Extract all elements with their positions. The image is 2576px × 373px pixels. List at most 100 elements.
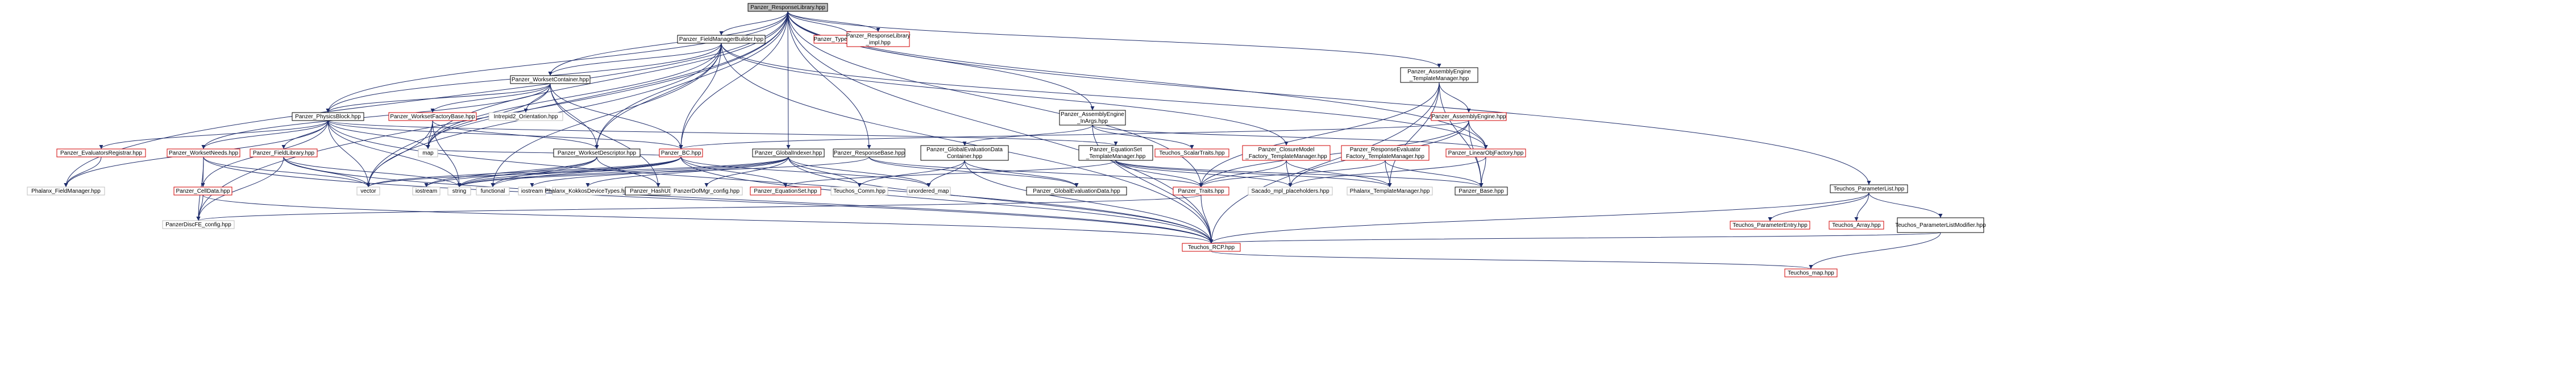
node-rb[interactable]: Panzer_ResponseBase.hpp: [833, 148, 905, 158]
node-wn: Panzer_WorksetNeeds.hpp: [167, 148, 240, 158]
edge-bc-to-iostream: [424, 156, 682, 188]
edge-bc-to-eqset: [680, 156, 788, 188]
node-wfb: Panzer_WorksetFactoryBase.hpp: [388, 112, 477, 121]
node-label-umap: unordered_map: [909, 188, 949, 194]
node-gi[interactable]: Panzer_GlobalIndexer.hpp: [752, 148, 825, 158]
node-box-gedc: [920, 145, 1009, 161]
node-iostream: iostream: [412, 186, 441, 196]
node-wc[interactable]: Panzer_WorksetContainer.hpp: [510, 75, 591, 84]
node-label-aeinargs: Panzer_AssemblyEngine: [1061, 111, 1124, 118]
node-box-tpl: [1830, 184, 1908, 193]
node-tarr: Teuchos_Array.hpp: [1829, 221, 1884, 230]
edge-aeinargs-to-lof: [1092, 125, 1488, 150]
node-fmb[interactable]: Panzer_FieldManagerBuilder.hpp: [677, 35, 766, 44]
node-box-dofcfg: [670, 186, 743, 196]
node-label-ged: Panzer_GlobalEvaluationData.hpp: [1033, 188, 1120, 194]
node-box-ae: [1431, 112, 1507, 121]
node-label-wn: Panzer_WorksetNeeds.hpp: [169, 150, 239, 156]
node-root: Panzer_ResponseLibrary.hpp: [747, 3, 828, 12]
edge-tplm-to-rcp: [1210, 232, 1941, 244]
node-base[interactable]: Panzer_Base.hpp: [1455, 186, 1508, 196]
edge-reftm-to-ptm: [1385, 160, 1392, 188]
node-label-hash: Panzer_HashUtils.hpp: [630, 188, 687, 194]
edge-cmftm-to-ptm: [1286, 160, 1392, 188]
edge-gi-to-umap: [788, 156, 931, 188]
node-box-ged: [1026, 186, 1127, 196]
node-box-tplm: [1897, 217, 1984, 233]
edge-wn-to-vector: [203, 156, 371, 188]
edge-bc-to-umap: [680, 156, 931, 188]
edge-aeinargs-to-rcp: [1092, 125, 1214, 244]
node-label-fl: Panzer_FieldLibrary.hpp: [253, 150, 315, 156]
node-label-tarr: Teuchos_Array.hpp: [1832, 222, 1881, 229]
edge-esst-to-base: [1115, 160, 1484, 188]
edge-root-to-wd: [595, 11, 788, 150]
node-box-aetm: [1400, 67, 1478, 83]
node-box-fm: [27, 186, 105, 196]
node-wd[interactable]: Panzer_WorksetDescriptor.hpp: [553, 148, 641, 158]
node-cd: Panzer_CellData.hpp: [173, 186, 232, 196]
node-box-cmftm: [1242, 145, 1331, 161]
node-label-functional: functional: [481, 188, 505, 194]
node-label-gedc: Container.hpp: [947, 154, 983, 160]
edge-tpl-to-tarr: [1854, 192, 1869, 222]
edge-fmb-to-lof: [721, 43, 1488, 150]
edge-pb-to-er: [99, 120, 329, 150]
node-label-aeinargs: _InArgs.hpp: [1077, 118, 1108, 125]
node-label-bc: Panzer_BC.hpp: [661, 150, 701, 156]
edge-pb-to-wn: [201, 120, 329, 150]
node-box-fl: [250, 148, 318, 158]
node-label-fmb: Panzer_FieldManagerBuilder.hpp: [679, 36, 764, 43]
edge-pb-to-rcp: [327, 120, 1214, 244]
node-box-cd: [173, 186, 232, 196]
edge-reftm-to-traits: [1199, 160, 1386, 188]
edge-aetm-to-traits: [1199, 82, 1440, 188]
node-box-wc: [510, 75, 591, 84]
node-label-reftm: Panzer_ResponseEvaluator: [1350, 147, 1421, 153]
node-tpl[interactable]: Teuchos_ParameterList.hpp: [1830, 184, 1908, 193]
node-aeinargs[interactable]: Panzer_AssemblyEngine_InArgs.hpp: [1059, 110, 1126, 126]
node-tmap: Teuchos_map.hpp: [1784, 268, 1838, 277]
edge-cmftm-to-traits: [1199, 160, 1287, 188]
node-box-sacado: [1248, 186, 1333, 196]
edge-fmb-to-functional: [491, 43, 722, 188]
node-ged[interactable]: Panzer_GlobalEvaluationData.hpp: [1026, 186, 1127, 196]
node-label-cd: Panzer_CellData.hpp: [176, 188, 230, 194]
node-bc: Panzer_BC.hpp: [659, 148, 703, 158]
node-fm: Phalanx_FieldManager.hpp: [27, 186, 105, 196]
node-label-tpe: Teuchos_ParameterEntry.hpp: [1732, 222, 1808, 229]
node-esst[interactable]: Panzer_EquationSet_TemplateManager.hpp: [1078, 145, 1153, 161]
node-box-er: [56, 148, 146, 158]
node-pb[interactable]: Panzer_PhysicsBlock.hpp: [292, 112, 364, 121]
node-label-tst: Teuchos_ScalarTraits.hpp: [1159, 150, 1225, 156]
edge-aetm-to-base: [1439, 82, 1484, 188]
node-box-rlimpl: [846, 31, 910, 47]
edge-fl-to-rcp: [283, 156, 1214, 244]
dependency-edges: [64, 11, 1943, 270]
node-label-pb: Panzer_PhysicsBlock.hpp: [295, 114, 361, 120]
node-traits: Panzer_Traits.hpp: [1173, 186, 1229, 196]
node-label-tplm: Teuchos_ParameterListModifier.hpp: [1895, 222, 1986, 229]
node-label-map: map: [422, 150, 434, 156]
node-label-root: Panzer_ResponseLibrary.hpp: [750, 5, 825, 11]
node-label-iostream2: iostream: [521, 188, 543, 194]
edge-wc-to-wn: [201, 83, 551, 150]
node-box-ptm: [1347, 186, 1433, 196]
node-label-string: string: [452, 188, 466, 194]
edge-wc-to-wfb: [430, 83, 551, 113]
edge-tpl-to-rcp: [1209, 192, 1869, 244]
edge-gi-to-rcp: [788, 156, 1214, 244]
node-aetm[interactable]: Panzer_AssemblyEngine_TemplateManager.hp…: [1400, 67, 1478, 83]
edge-fmb-to-bc: [679, 43, 722, 150]
edge-tpl-to-tpe: [1768, 192, 1869, 222]
node-tplm[interactable]: Teuchos_ParameterListModifier.hpp: [1895, 217, 1986, 233]
edge-gedc-to-ged: [964, 160, 1079, 188]
edge-root-to-rlimpl: [787, 11, 880, 32]
edge-ae-to-bc: [679, 120, 1469, 150]
edge-rb-to-traits: [869, 156, 1203, 188]
node-sacado: Sacado_mpl_placeholders.hpp: [1248, 186, 1333, 196]
node-reftm: Panzer_ResponseEvaluatorFactory_Template…: [1341, 145, 1430, 161]
node-box-tarr: [1829, 221, 1884, 230]
edge-root-to-pb: [326, 11, 788, 113]
